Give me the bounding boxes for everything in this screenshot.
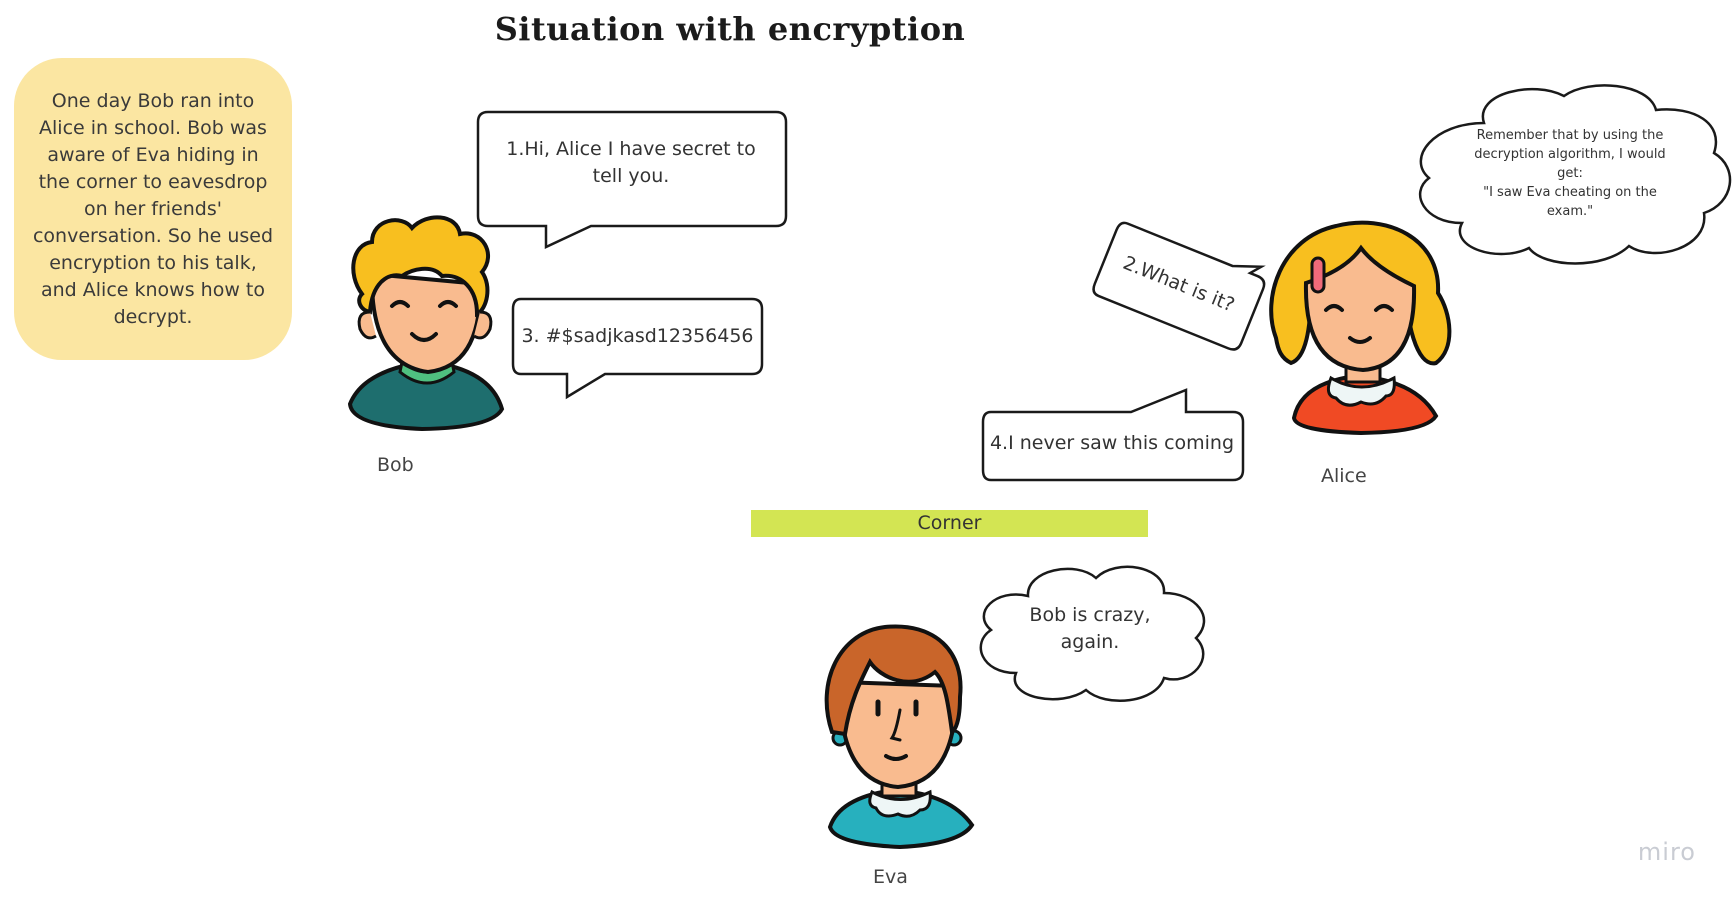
story-note[interactable]: One day Bob ran into Alice in school. Bo… [14,58,292,360]
alice-thought-cloud[interactable] [1404,78,1734,268]
speech-bubble-4-text: 4.I never saw this coming [989,432,1235,454]
speech-bubble-1-text: 1.Hi, Alice I have secret to tell you. [506,138,756,187]
eva-thought-cloud[interactable] [966,558,1216,708]
corner-label[interactable]: Corner [751,510,1148,537]
eva-thought-text: Bob is crazy, again. [1029,604,1151,653]
eva-avatar-icon [824,624,975,850]
speech-bubble-2[interactable]: 2.What is it? [1088,218,1267,354]
bob-avatar-icon [347,215,505,432]
alice-avatar-icon [1269,220,1452,436]
speech-bubble-4[interactable] [981,388,1246,483]
page-title: Situation with encryption [494,10,966,48]
speech-bubble-1[interactable] [476,110,788,250]
alice-name: Alice [1321,465,1367,487]
bob-name: Bob [377,454,414,476]
speech-bubble-3-text: 3. #$sadjkasd12356456 [521,325,754,347]
alice-thought-text: Remember that by using the decryption al… [1474,128,1666,219]
speech-bubble-3[interactable] [511,297,766,401]
brand-logo[interactable]: miro [1637,838,1696,866]
eva-name: Eva [873,866,908,888]
